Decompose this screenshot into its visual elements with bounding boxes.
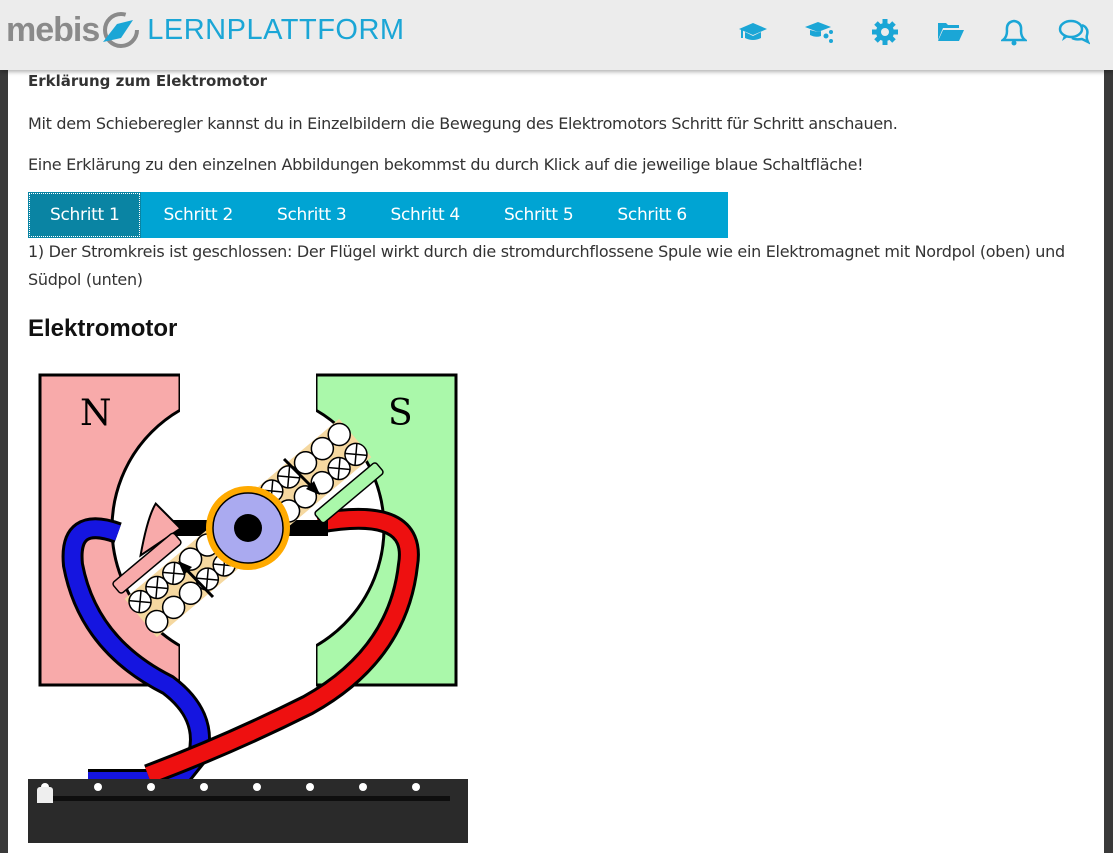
step-tabs: Schritt 1 Schritt 2 Schritt 3 Schritt 4 … — [28, 192, 728, 238]
slider-tick[interactable] — [94, 783, 102, 791]
logo-text: mebis — [6, 10, 100, 49]
main-content: Erklärung zum Elektromotor Mit dem Schie… — [8, 70, 1104, 853]
mebis-logo[interactable]: mebis LERNPLATTFORM — [6, 10, 405, 50]
tab-schritt-3[interactable]: Schritt 3 — [276, 205, 347, 225]
north-label: N — [80, 393, 112, 434]
top-header: mebis LERNPLATTFORM — [0, 0, 1113, 70]
tab-schritt-5[interactable]: Schritt 5 — [503, 205, 574, 225]
slider-tick[interactable] — [412, 783, 420, 791]
slider-tick[interactable] — [359, 783, 367, 791]
section-title: Elektromotor — [28, 315, 178, 342]
brand-title: LERNPLATTFORM — [147, 13, 405, 46]
slider-tick[interactable] — [147, 783, 155, 791]
tab-schritt-2[interactable]: Schritt 2 — [163, 205, 233, 225]
shared-courses-icon[interactable] — [803, 16, 835, 48]
section-heading: Erklärung zum Elektromotor — [28, 72, 268, 90]
intro-text-2: Eine Erklärung zu den einzelnen Abbildun… — [28, 155, 864, 174]
gear-icon[interactable] — [869, 16, 901, 48]
motor-illustration: N S — [28, 365, 468, 791]
south-label: S — [388, 393, 413, 434]
bell-icon[interactable] — [998, 16, 1030, 48]
slider-tick[interactable] — [200, 783, 208, 791]
tab-schritt-1[interactable]: Schritt 1 — [28, 192, 142, 238]
intro-text: Mit dem Schieberegler kannst du in Einze… — [28, 114, 898, 133]
slider-handle[interactable] — [37, 787, 53, 803]
folder-open-icon[interactable] — [935, 16, 967, 48]
logo-mark-icon — [103, 12, 140, 48]
tab-schritt-4[interactable]: Schritt 4 — [390, 205, 460, 225]
tab-schritt-6[interactable]: Schritt 6 — [617, 205, 687, 225]
slider-tick[interactable] — [253, 783, 261, 791]
chat-bubbles-icon[interactable] — [1058, 16, 1090, 48]
graduation-cap-icon[interactable] — [737, 16, 769, 48]
rotor-coil — [112, 418, 384, 638]
step-slider[interactable] — [28, 779, 468, 843]
step-description: 1) Der Stromkreis ist geschlossen: Der F… — [28, 242, 1065, 289]
slider-tick[interactable] — [306, 783, 314, 791]
slider-track[interactable] — [45, 796, 450, 801]
